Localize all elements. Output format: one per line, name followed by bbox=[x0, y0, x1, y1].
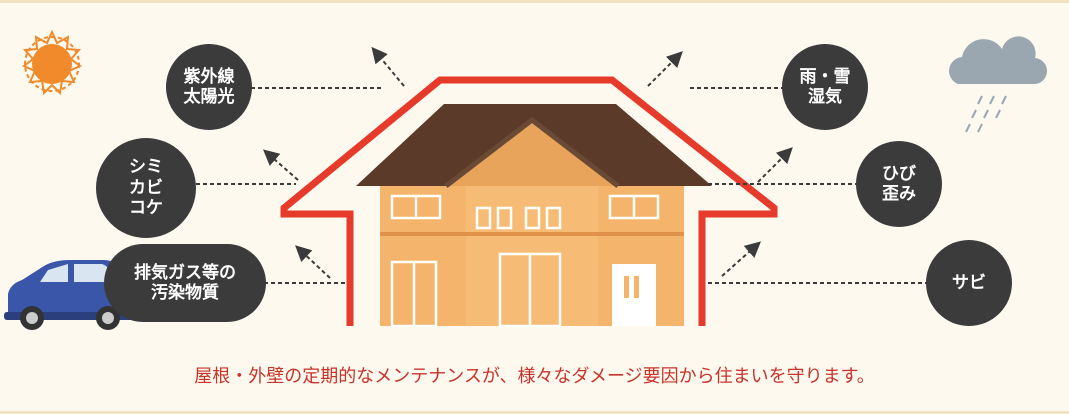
caption: 屋根・外壁の定期的なメンテナンスが、様々なダメージ要因から住まいを守ります。 bbox=[194, 366, 875, 387]
factor-exhaust-pollutants: 排気ガス等の 汚染物質 bbox=[104, 244, 266, 322]
house-icon bbox=[356, 104, 712, 328]
factor-uv-sunlight: 紫外線 太陽光 bbox=[166, 44, 252, 130]
top-border bbox=[0, 0, 1069, 3]
bottom-border bbox=[0, 411, 1069, 414]
rain-cloud-icon bbox=[949, 36, 1048, 133]
sun-icon bbox=[22, 29, 82, 96]
factor-label: 紫外線 太陽光 bbox=[183, 66, 235, 107]
factor-label: サビ bbox=[952, 272, 986, 293]
car-icon bbox=[4, 260, 136, 330]
factor-rain-snow-humidity: 雨・雪 湿気 bbox=[782, 44, 868, 130]
factor-cracks-distortion: ひび 歪み bbox=[856, 141, 942, 227]
factor-stains-mold-moss: シミ カビ コケ bbox=[96, 138, 196, 238]
factor-label: ひび 歪み bbox=[882, 163, 916, 204]
factor-rust: サビ bbox=[926, 240, 1012, 326]
protection-outline bbox=[280, 76, 778, 326]
factor-label: 排気ガス等の 汚染物質 bbox=[134, 262, 236, 303]
factor-label: 雨・雪 湿気 bbox=[799, 66, 851, 107]
factor-label: シミ カビ コケ bbox=[129, 157, 163, 219]
connectors bbox=[196, 46, 928, 284]
